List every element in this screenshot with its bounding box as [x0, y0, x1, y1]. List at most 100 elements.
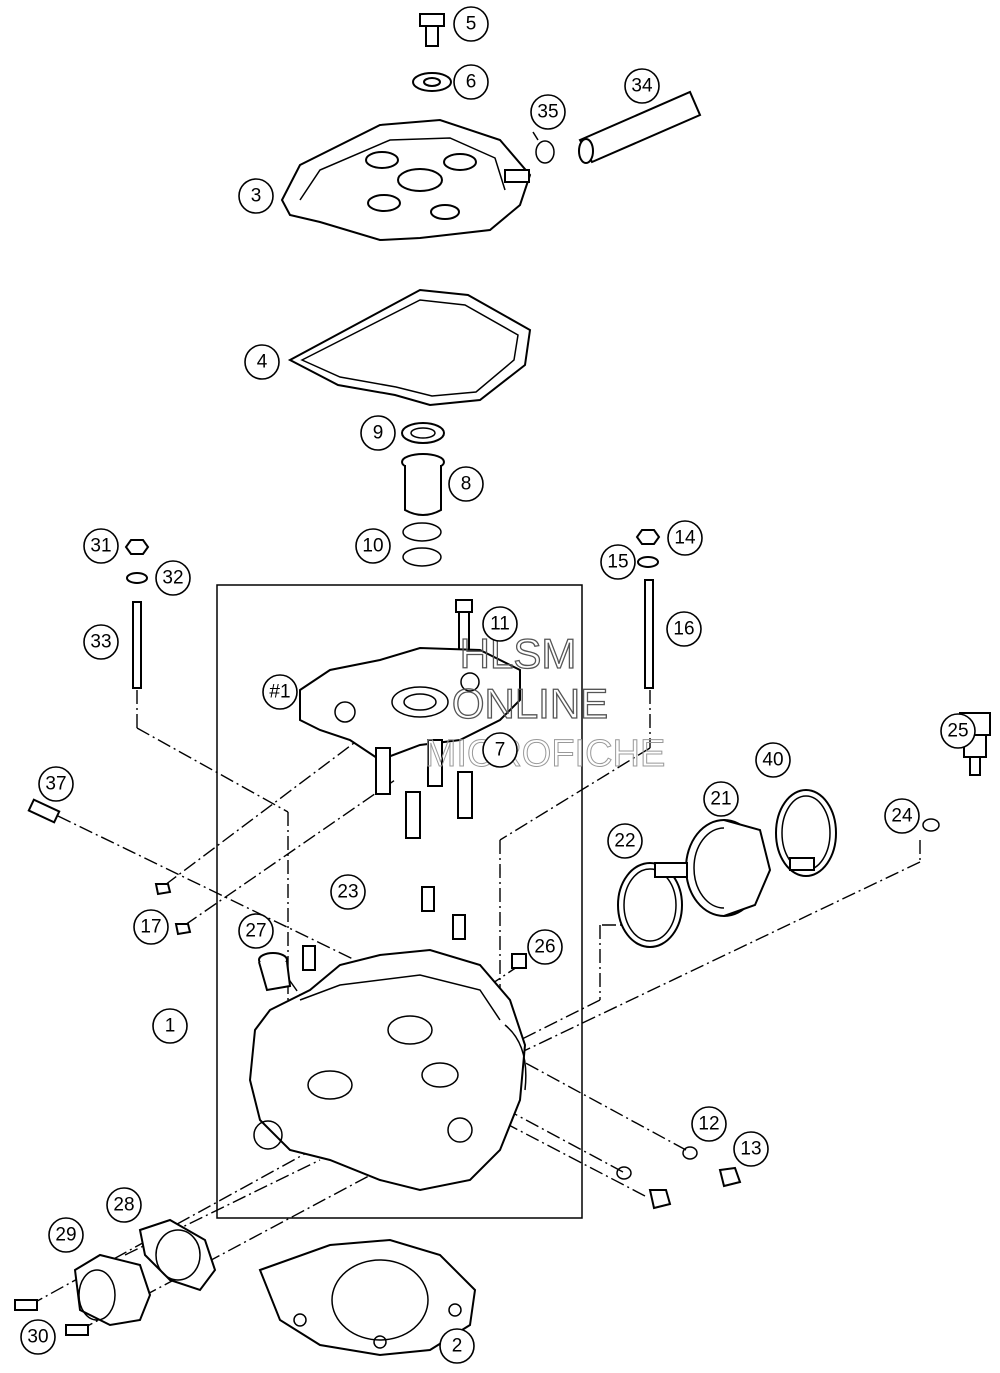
svg-text:35: 35: [537, 102, 558, 123]
svg-text:32: 32: [162, 568, 183, 589]
callout-33[interactable]: 33: [83, 624, 119, 660]
callout-7[interactable]: 7: [482, 732, 518, 768]
head-gasket-part-2: [258, 1238, 477, 1357]
svg-text:30: 30: [27, 1327, 48, 1348]
svg-text:8: 8: [461, 474, 472, 495]
callout-16[interactable]: 16: [666, 611, 702, 647]
svg-text:6: 6: [466, 72, 477, 93]
svg-text:13: 13: [740, 1139, 761, 1160]
callout-26[interactable]: 26: [527, 929, 563, 965]
callout-22[interactable]: 22: [607, 823, 643, 859]
callout-15[interactable]: 15: [600, 544, 636, 580]
exhaust-flange-part-29: [73, 1253, 152, 1327]
callout-9[interactable]: 9: [360, 415, 396, 451]
callout-40[interactable]: 40: [755, 742, 791, 778]
callout-35[interactable]: 35: [530, 94, 566, 130]
svg-text:34: 34: [631, 76, 653, 97]
svg-text:#1: #1: [269, 682, 290, 703]
svg-text:16: 16: [673, 619, 694, 640]
callout-27[interactable]: 27: [238, 913, 274, 949]
callout-8[interactable]: 8: [448, 466, 484, 502]
svg-text:40: 40: [762, 750, 783, 771]
svg-text:28: 28: [113, 1195, 134, 1216]
callout-11[interactable]: 11: [482, 606, 518, 642]
callout-37[interactable]: 37: [38, 766, 74, 802]
svg-text:21: 21: [710, 789, 731, 810]
breather-hose-part-34: [578, 90, 702, 164]
valve-cover-part-3: [280, 118, 532, 242]
svg-text:15: 15: [607, 552, 628, 573]
hose-clamp-part-35: [532, 131, 555, 164]
valve-cover-gasket-part-4: [287, 288, 532, 407]
callout-32[interactable]: 32: [155, 560, 191, 596]
valve-guides-part-7: [375, 739, 473, 839]
bolt-part-5: [419, 13, 445, 47]
callout-24[interactable]: 24: [884, 798, 920, 834]
callout-5[interactable]: 5: [453, 6, 489, 42]
callout-28[interactable]: 28: [106, 1187, 142, 1223]
sleeve-part-8: [401, 453, 445, 516]
bolts-part-30: [14, 1299, 89, 1336]
hose-clamp-part-22: [617, 862, 688, 948]
callout-17[interactable]: 17: [133, 909, 169, 945]
o-ring-part-24: [922, 818, 940, 832]
callout-21[interactable]: 21: [703, 781, 739, 817]
callout-1[interactable]: 1: [152, 1008, 188, 1044]
callout-25[interactable]: 25: [940, 713, 976, 749]
svg-text:9: 9: [373, 423, 384, 444]
svg-text:25: 25: [947, 721, 968, 742]
svg-text:7: 7: [495, 740, 506, 761]
o-ring-part-12: [616, 1146, 698, 1180]
gasket-part-28: [138, 1218, 217, 1292]
callout-34[interactable]: 34: [624, 68, 660, 104]
callout-2[interactable]: 2: [439, 1328, 475, 1364]
svg-text:4: 4: [257, 352, 268, 373]
stud-part-33: [132, 601, 142, 689]
svg-text:33: 33: [90, 632, 111, 653]
svg-text:10: 10: [362, 536, 383, 557]
callout-29[interactable]: 29: [48, 1217, 84, 1253]
callout-14[interactable]: 14: [667, 520, 703, 556]
callout-30[interactable]: 30: [20, 1319, 56, 1355]
callout-1-kit[interactable]: #1: [262, 674, 298, 710]
svg-text:5: 5: [466, 14, 477, 35]
svg-text:1: 1: [165, 1016, 176, 1037]
svg-text:26: 26: [534, 937, 555, 958]
callout-3[interactable]: 3: [238, 178, 274, 214]
plug-part-17: [154, 883, 192, 936]
callout-4[interactable]: 4: [244, 344, 280, 380]
cylinder-head-part-1: [248, 948, 527, 1192]
washer-part-15: [637, 556, 659, 568]
o-rings-part-10: [402, 522, 442, 567]
callout-31[interactable]: 31: [83, 528, 119, 564]
svg-text:31: 31: [90, 536, 111, 557]
nut-part-14: [635, 529, 661, 545]
callout-10[interactable]: 10: [355, 528, 391, 564]
fitting-part-37: [27, 798, 61, 824]
callouts: 5 6 34 35 3 4 9 8 10 31 32 33 11 14 15 1…: [20, 6, 976, 1364]
callout-23[interactable]: 23: [330, 874, 366, 910]
callout-12[interactable]: 12: [691, 1106, 727, 1142]
svg-text:14: 14: [674, 528, 696, 549]
callout-13[interactable]: 13: [733, 1131, 769, 1167]
stud-part-16: [644, 579, 654, 689]
svg-text:11: 11: [490, 614, 510, 635]
svg-text:23: 23: [337, 882, 358, 903]
sleeve-part-27: [258, 952, 292, 992]
washer-part-32: [126, 572, 148, 584]
watermark-line-1: HLSM: [460, 630, 577, 677]
watermark-line-3: MICROFICHE: [425, 733, 666, 775]
cylinder-head-assembly-box: [216, 584, 583, 1219]
bolt-part-11: [455, 599, 473, 673]
svg-text:12: 12: [698, 1114, 719, 1135]
callout-6[interactable]: 6: [453, 64, 489, 100]
svg-text:22: 22: [614, 831, 635, 852]
plug-part-13: [648, 1166, 742, 1210]
svg-text:3: 3: [251, 186, 262, 207]
svg-text:27: 27: [245, 921, 266, 942]
svg-text:17: 17: [140, 917, 161, 938]
svg-text:29: 29: [55, 1225, 76, 1246]
watermark: HLSM ONLINE MICROFICHE: [424, 629, 666, 775]
seal-ring-part-9: [401, 422, 445, 444]
